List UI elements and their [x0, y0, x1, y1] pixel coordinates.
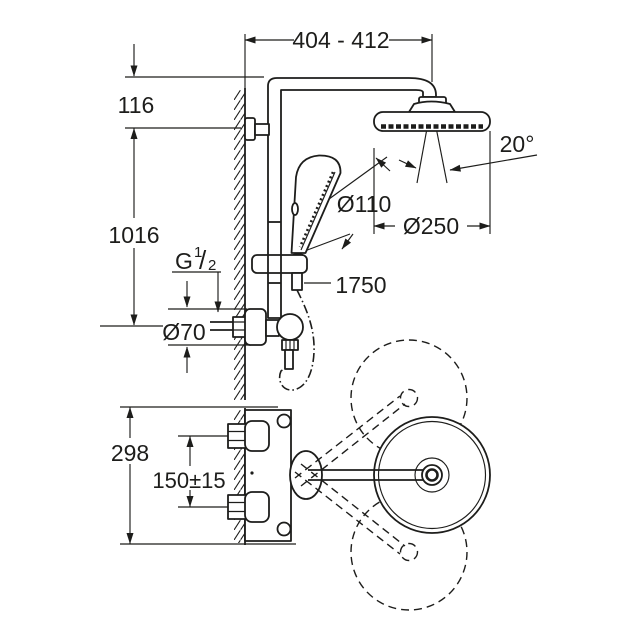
hose-nipple [291, 272, 303, 291]
swivel-position-up [350, 339, 468, 457]
dim-thread-label: G [175, 248, 193, 274]
rail-holder [251, 253, 308, 291]
shower-system-side-view [210, 77, 491, 391]
mixer-fitting-side [210, 308, 304, 370]
swivel-position-down [350, 493, 468, 611]
dim-rail-height-label: 1016 [108, 222, 159, 248]
escutcheon [244, 308, 267, 346]
dim-spray-angle-label: 20° [500, 131, 535, 157]
dim-top-offset-label: 116 [118, 92, 155, 118]
supply-union-top [227, 420, 270, 452]
dim-thread-sup: 1 [194, 244, 202, 261]
ball-joint [276, 313, 304, 341]
dim-head-diameter-label: Ø250 [403, 213, 459, 239]
dim-thermostat-height-label: 298 [111, 440, 149, 466]
hand-shower [290, 154, 342, 254]
swivel-arm-dashed [294, 395, 406, 555]
dim-hose-length-label: 1750 [335, 272, 386, 298]
dim-thread-sub: 2 [208, 257, 216, 274]
dim-hand-diameter-label: Ø110 [337, 191, 392, 217]
dim-supply-centres-label: 150±15 [152, 468, 225, 493]
thermostat-top-view: 298 150±15 [111, 339, 491, 611]
shower-hose [278, 289, 315, 391]
riser-and-arm [267, 77, 437, 319]
spray-button [291, 202, 299, 216]
head-shower [373, 96, 491, 132]
wall-section-upper [234, 88, 246, 400]
wall-bracket [244, 117, 256, 141]
pivot-dome [289, 450, 323, 500]
hand-shower-nozzles [298, 171, 335, 248]
dim-arm-reach-label: 404 - 412 [292, 27, 389, 53]
dim-thread-slash: / [199, 245, 207, 275]
dim-escutcheon-label: Ø70 [162, 319, 205, 345]
screw-boss [276, 521, 292, 537]
screw-boss [276, 413, 292, 429]
supply-union-bottom [227, 491, 270, 523]
